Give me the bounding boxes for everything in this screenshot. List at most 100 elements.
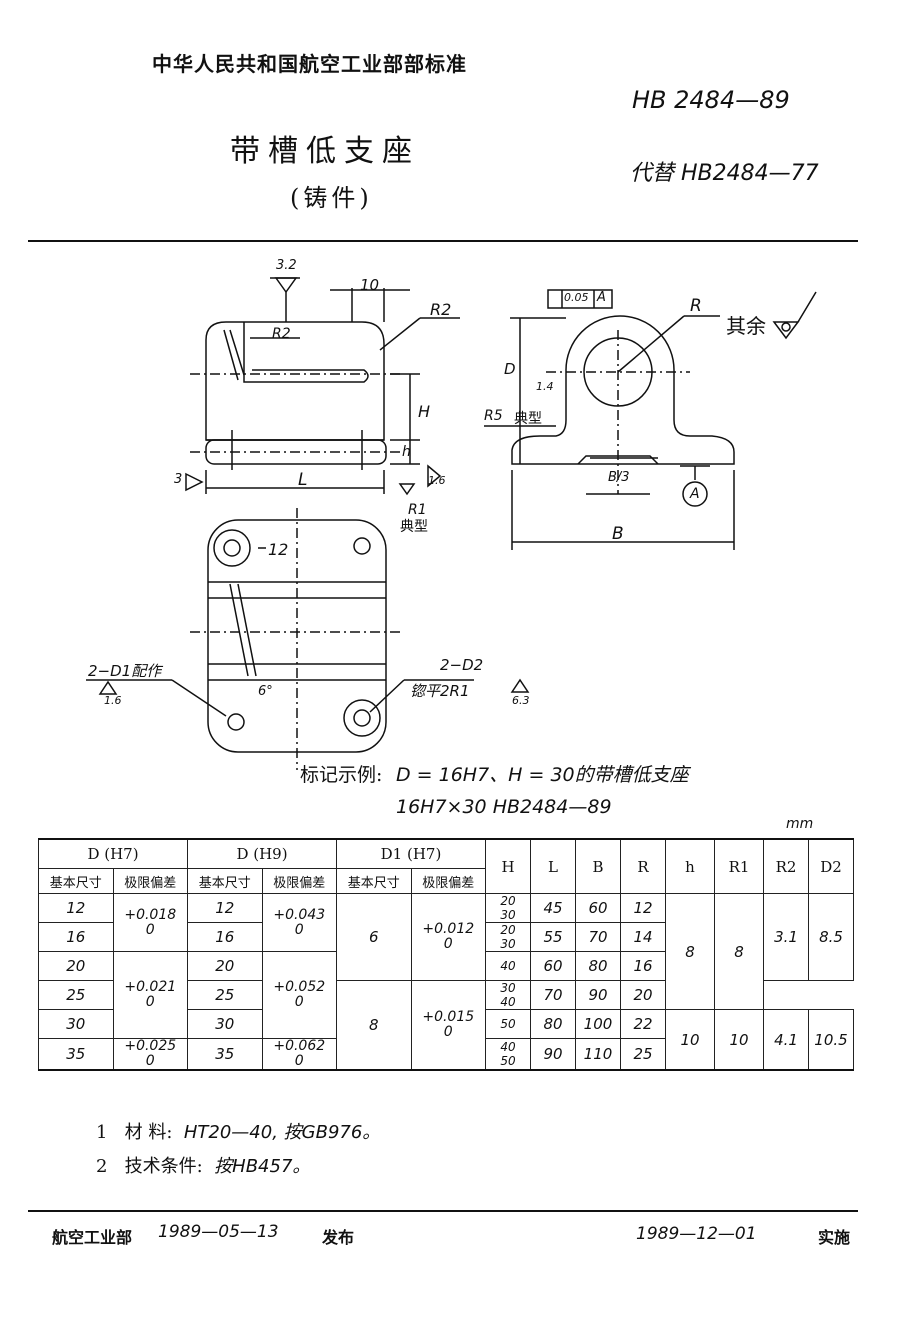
front-view bbox=[185, 277, 460, 496]
standard-number: HB 2484—89 bbox=[632, 86, 790, 114]
typical-label-2: 典型 bbox=[400, 519, 428, 535]
cell: 25 bbox=[187, 980, 263, 1010]
col-b: B bbox=[575, 838, 621, 894]
page-title: 带槽低支座 bbox=[230, 134, 420, 169]
spotface-note: 锪平2R1 bbox=[410, 682, 470, 700]
cell: 60 bbox=[575, 893, 621, 923]
footer-rule bbox=[28, 1210, 858, 1212]
hdr-dev: 极限偏差 bbox=[261, 868, 337, 894]
hdr-dev: 极限偏差 bbox=[112, 868, 188, 894]
radius-r2-leader: R2 bbox=[430, 300, 452, 319]
cell: 20 bbox=[38, 951, 114, 981]
roughness-32: 3.2 bbox=[276, 258, 297, 273]
angle-6: 6° bbox=[258, 684, 273, 699]
dim-12: 12 bbox=[268, 540, 289, 559]
cell: 16 bbox=[38, 922, 114, 952]
cell: 14 bbox=[620, 922, 666, 952]
hdr-basic: 基本尺寸 bbox=[187, 868, 263, 894]
dim-h-small: h bbox=[402, 444, 411, 460]
cell: 10 bbox=[665, 1009, 715, 1071]
hole-d2-note: 2−D2 bbox=[440, 656, 484, 674]
rest-surfaces: 其余 bbox=[726, 314, 766, 338]
cell: 45 bbox=[530, 893, 576, 923]
marking-label: 标记示例: bbox=[300, 764, 383, 786]
cell: 12 bbox=[38, 893, 114, 923]
cell-h: 40 bbox=[485, 951, 531, 981]
replaces-number: 代替 HB2484—77 bbox=[630, 161, 819, 186]
cell: 30 bbox=[187, 1009, 263, 1039]
cell: 16 bbox=[620, 951, 666, 981]
cell: 90 bbox=[530, 1038, 576, 1071]
cell: 3.1 bbox=[763, 893, 809, 981]
cell: 8.5 bbox=[808, 893, 854, 981]
col-d-h9: D (H9) bbox=[187, 838, 337, 869]
cell: 4.1 bbox=[763, 1009, 809, 1071]
cell: 25 bbox=[620, 1038, 666, 1071]
col-l: L bbox=[530, 838, 576, 894]
cell: 35 bbox=[38, 1038, 114, 1071]
roughness-63: 6.3 bbox=[512, 694, 530, 707]
unit-label: mm bbox=[786, 816, 814, 832]
cell: 8 bbox=[336, 980, 412, 1071]
cell: 60 bbox=[530, 951, 576, 981]
dim-b3: B/3 bbox=[608, 470, 630, 485]
cell: 70 bbox=[530, 980, 576, 1010]
tolerance-005: 0.05 bbox=[564, 291, 589, 304]
col-r1: R1 bbox=[714, 838, 764, 894]
col-h-cap: H bbox=[485, 838, 531, 894]
cell: 90 bbox=[575, 980, 621, 1010]
cell: 70 bbox=[575, 922, 621, 952]
cell: 35 bbox=[187, 1038, 263, 1071]
issue-label: 发布 bbox=[322, 1228, 355, 1247]
note-1: 1 材 料: HT20—40, 按GB976。 bbox=[96, 1122, 381, 1143]
cell: 10 bbox=[714, 1009, 764, 1071]
typical-label: 典型 bbox=[514, 411, 542, 427]
cell: 22 bbox=[620, 1009, 666, 1039]
col-d2: D2 bbox=[808, 838, 854, 894]
dim-10: 10 bbox=[360, 276, 380, 294]
issuer: 航空工业部 bbox=[52, 1228, 133, 1247]
marking-code: 16H7×30 HB2484—89 bbox=[396, 796, 612, 818]
radius-r5: R5 bbox=[484, 408, 503, 424]
cell: 12 bbox=[187, 893, 263, 923]
cell: 10.5 bbox=[808, 1009, 854, 1071]
radius-r2-inner: R2 bbox=[272, 326, 291, 342]
cell-h: 50 bbox=[485, 1009, 531, 1039]
hdr-dev: 极限偏差 bbox=[410, 868, 486, 894]
cell: 8 bbox=[714, 893, 764, 1010]
issue-date: 1989—05—13 bbox=[158, 1222, 279, 1242]
cell: 20 bbox=[620, 980, 666, 1010]
dim-b: B bbox=[612, 524, 624, 544]
effective-date: 1989—12—01 bbox=[636, 1224, 757, 1244]
hdr-basic: 基本尺寸 bbox=[336, 868, 412, 894]
cell: 20 bbox=[187, 951, 263, 981]
roughness-16a: 1.6 bbox=[428, 474, 446, 487]
marking-text: D = 16H7、H = 30的带槽低支座 bbox=[396, 764, 689, 786]
col-d-h7: D (H7) bbox=[38, 838, 188, 869]
page-subtitle: (铸件) bbox=[290, 184, 373, 212]
cell: 55 bbox=[530, 922, 576, 952]
dim-14: 1.4 bbox=[536, 380, 554, 393]
col-h-small: h bbox=[665, 838, 715, 894]
dimension-table: D (H7) D (H9) D1 (H7) H L B R h R1 R2 D2… bbox=[38, 838, 854, 1071]
effective-label: 实施 bbox=[818, 1228, 851, 1247]
cell: 6 bbox=[336, 893, 412, 981]
dim-l: L bbox=[298, 470, 308, 490]
cell: 25 bbox=[38, 980, 114, 1010]
cell: 80 bbox=[530, 1009, 576, 1039]
note-2: 2 技术条件: 按HB457。 bbox=[96, 1156, 311, 1177]
